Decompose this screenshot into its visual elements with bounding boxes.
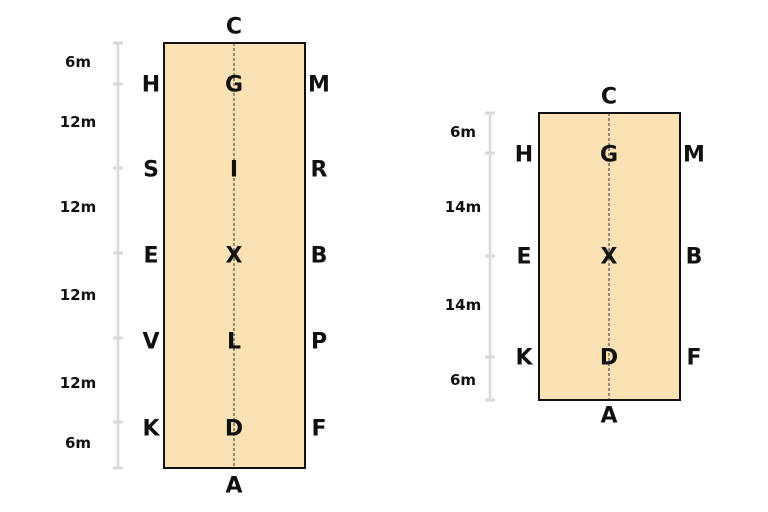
small-arena: 6m 14m 14m 6m C H G M E X B K D F A bbox=[445, 85, 705, 429]
distance-label: 14m bbox=[445, 296, 482, 314]
marker-p: P bbox=[311, 330, 327, 355]
distance-label: 6m bbox=[450, 123, 476, 141]
distance-label: 6m bbox=[65, 434, 91, 452]
marker-f: F bbox=[686, 346, 701, 371]
marker-b: B bbox=[686, 245, 703, 270]
marker-m: M bbox=[308, 73, 330, 98]
marker-x: X bbox=[226, 244, 243, 269]
marker-r: R bbox=[311, 158, 328, 183]
distance-label: 12m bbox=[60, 198, 97, 216]
marker-l: L bbox=[227, 330, 241, 355]
distance-label: 12m bbox=[60, 286, 97, 304]
marker-h: H bbox=[515, 143, 533, 168]
distance-label: 12m bbox=[60, 113, 97, 131]
marker-i: I bbox=[230, 158, 238, 183]
marker-d: D bbox=[225, 417, 243, 442]
marker-g: G bbox=[225, 73, 243, 98]
marker-e: E bbox=[143, 244, 158, 269]
marker-k: K bbox=[142, 417, 160, 442]
distance-label: 12m bbox=[60, 374, 97, 392]
marker-k: K bbox=[515, 346, 533, 371]
marker-x: X bbox=[601, 245, 618, 270]
marker-d: D bbox=[600, 346, 618, 371]
distance-label: 14m bbox=[445, 198, 482, 216]
marker-c: C bbox=[226, 15, 242, 40]
marker-v: V bbox=[142, 330, 159, 355]
marker-h: H bbox=[142, 73, 160, 98]
distance-label: 6m bbox=[450, 371, 476, 389]
marker-b: B bbox=[311, 244, 328, 269]
marker-a: A bbox=[225, 474, 242, 499]
marker-m: M bbox=[683, 143, 705, 168]
distance-label: 6m bbox=[65, 53, 91, 71]
marker-a: A bbox=[600, 404, 617, 429]
marker-f: F bbox=[311, 417, 326, 442]
marker-s: S bbox=[143, 158, 159, 183]
large-arena: 6m 12m 12m 12m 12m 6m C H G M S I R E X … bbox=[60, 15, 330, 499]
marker-e: E bbox=[516, 245, 531, 270]
marker-g: G bbox=[600, 143, 618, 168]
marker-c: C bbox=[601, 85, 617, 110]
